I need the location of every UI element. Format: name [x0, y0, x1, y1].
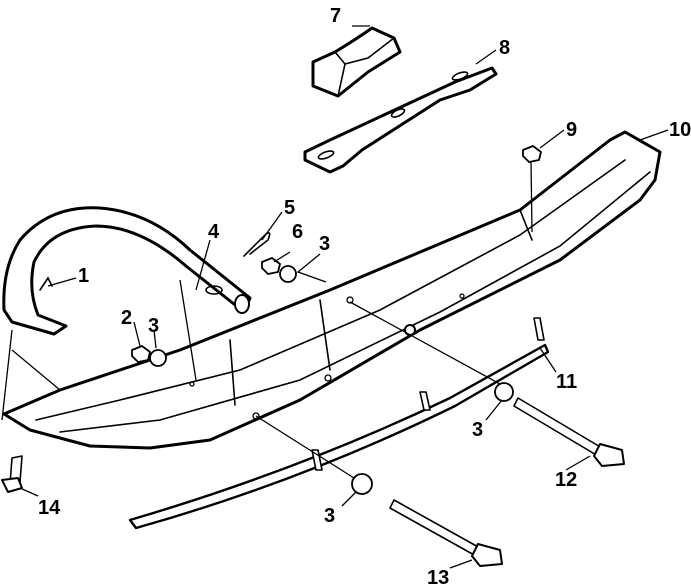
part-5-cotter-pin — [243, 232, 271, 257]
callout-14: 14 — [38, 497, 61, 519]
part-3-washers — [149, 265, 514, 495]
part-13-bolt — [389, 499, 503, 567]
callout-3b: 3 — [319, 233, 330, 255]
callout-10: 10 — [669, 119, 691, 141]
callout-5: 5 — [284, 197, 295, 219]
part-2-nut — [131, 345, 151, 363]
callout-8: 8 — [499, 37, 510, 59]
callout-7: 7 — [330, 5, 341, 27]
callout-4: 4 — [208, 221, 220, 243]
callout-3c: 3 — [472, 419, 483, 441]
callout-3d: 3 — [324, 505, 335, 527]
callout-12: 12 — [555, 469, 577, 491]
part-10-ski — [2, 130, 662, 450]
part-8-bracket — [303, 66, 498, 174]
callout-6: 6 — [292, 221, 303, 243]
part-7-bumper — [311, 26, 402, 98]
part-9-nut — [522, 145, 542, 163]
part-6-nut — [261, 257, 281, 275]
callout-13: 13 — [427, 567, 449, 586]
callout-2: 2 — [121, 307, 132, 329]
callout-9: 9 — [566, 119, 577, 141]
part-11-wear-bar — [128, 317, 550, 530]
part-14-bolt — [1, 455, 23, 493]
callout-1: 1 — [78, 265, 89, 287]
callout-3a: 3 — [148, 315, 159, 337]
leader-lines — [1, 25, 669, 569]
part-12-bolt — [513, 397, 625, 467]
callout-labels: 1 2 3 4 5 6 3 7 8 9 10 11 3 12 3 13 14 — [38, 5, 691, 586]
callout-11: 11 — [556, 371, 577, 393]
